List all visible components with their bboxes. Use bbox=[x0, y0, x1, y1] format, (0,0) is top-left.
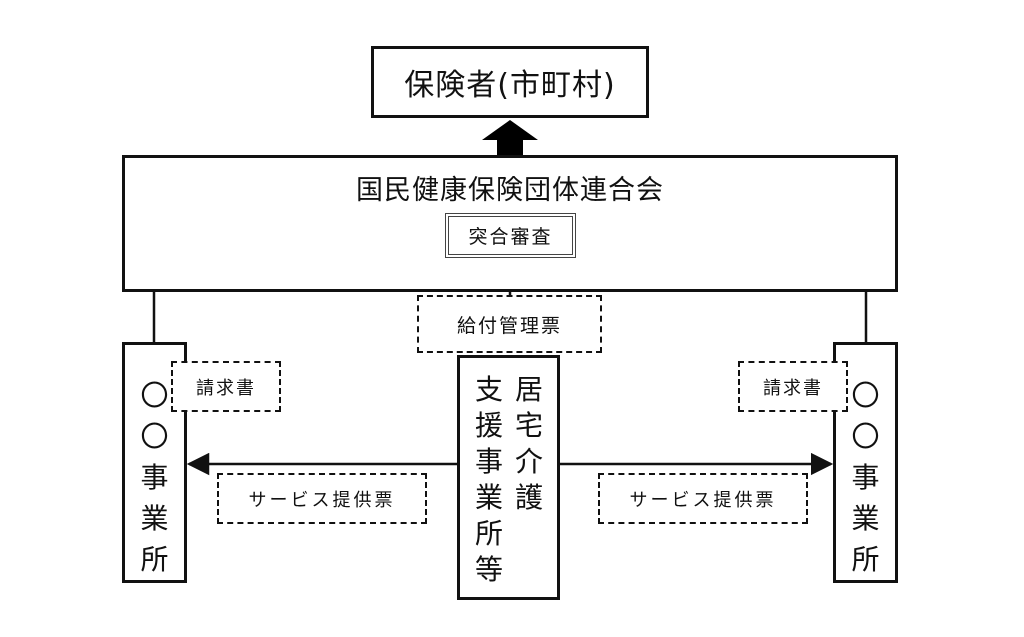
federation-box: 国民健康保険団体連合会 bbox=[122, 155, 898, 292]
left-office-char: 〇 bbox=[140, 379, 169, 412]
left-office-char: 業 bbox=[140, 502, 169, 535]
left-service-slip-label: サービス提供票 bbox=[248, 489, 396, 511]
left-office-char: 所 bbox=[140, 543, 169, 576]
right-service-slip-box: サービス提供票 bbox=[598, 473, 808, 524]
support-office-char: 援 bbox=[475, 409, 504, 442]
support-office-col-right: 居 宅 介 護 bbox=[515, 372, 543, 516]
insurer-box: 保険者(市町村) bbox=[371, 46, 649, 118]
benefit-slip-box: 給付管理票 bbox=[417, 295, 602, 353]
support-office-char: 介 bbox=[515, 445, 544, 478]
right-office-char: 〇 bbox=[851, 379, 880, 412]
federation-title: 国民健康保険団体連合会 bbox=[356, 175, 664, 206]
benefit-slip-label: 給付管理票 bbox=[456, 314, 562, 337]
support-office-char: 護 bbox=[515, 481, 544, 514]
audit-label: 突合審査 bbox=[448, 216, 573, 255]
left-office-char: 事 bbox=[140, 461, 169, 494]
support-office-char: 事 bbox=[475, 445, 504, 478]
support-office-char: 業 bbox=[475, 481, 504, 514]
right-office-char: 業 bbox=[851, 502, 880, 535]
right-claim-label: 請求書 bbox=[763, 377, 823, 399]
right-service-slip-label: サービス提供票 bbox=[629, 489, 777, 511]
audit-box: 突合審査 bbox=[445, 213, 576, 258]
right-office-char: 所 bbox=[851, 543, 880, 576]
support-office-char: 等 bbox=[475, 553, 504, 586]
left-office-char: 〇 bbox=[140, 420, 169, 453]
support-office-char: 所 bbox=[475, 517, 504, 550]
support-office-box: 支 援 事 業 所 等 居 宅 介 護 bbox=[457, 355, 560, 600]
support-office-char: 居 bbox=[515, 373, 544, 406]
left-service-slip-box: サービス提供票 bbox=[217, 473, 427, 524]
right-claim-box: 請求書 bbox=[738, 361, 848, 412]
support-office-col-left: 支 援 事 業 所 等 bbox=[475, 372, 503, 588]
right-office-char: 事 bbox=[851, 461, 880, 494]
left-claim-label: 請求書 bbox=[196, 377, 256, 399]
insurer-label: 保険者(市町村) bbox=[404, 68, 616, 103]
arrow-federation-to-insurer bbox=[482, 120, 538, 160]
support-office-char: 支 bbox=[475, 373, 504, 406]
right-office-char: 〇 bbox=[851, 420, 880, 453]
support-office-char: 宅 bbox=[515, 409, 544, 442]
left-claim-box: 請求書 bbox=[171, 361, 281, 412]
